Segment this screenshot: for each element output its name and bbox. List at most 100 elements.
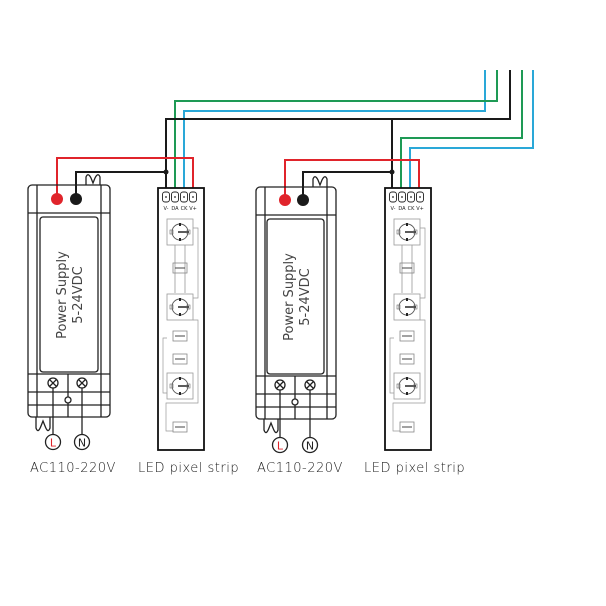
wire-ground-main <box>165 70 511 188</box>
label-window <box>39 216 99 373</box>
led-pad <box>413 304 418 310</box>
junction-dot <box>163 169 169 175</box>
led-chip <box>166 293 194 321</box>
led-pad <box>413 229 418 235</box>
led-pad <box>179 223 181 226</box>
trace <box>193 227 199 299</box>
led-pad <box>186 383 191 389</box>
resistor <box>172 330 188 342</box>
strip-label: LED pixel strip <box>138 461 240 476</box>
wire-gnd-unit2 <box>302 171 392 200</box>
neutral-terminal <box>73 433 91 451</box>
ps-line2: 5-24VDC <box>71 266 86 323</box>
trace <box>420 227 426 299</box>
ps-line1: Power Supply <box>282 253 297 341</box>
led-pad <box>179 238 181 241</box>
ac-input-label: AC110-220V <box>257 461 343 476</box>
live-label: L <box>50 437 57 450</box>
resistor <box>399 330 415 342</box>
live-terminal <box>44 433 62 451</box>
wire-vplus-unit2 <box>284 159 420 200</box>
junction-dot <box>389 169 395 175</box>
led-pad <box>413 383 418 389</box>
led-pad <box>169 304 174 310</box>
wires <box>56 70 534 200</box>
led-pad <box>396 383 401 389</box>
led-chip-outline <box>166 372 194 400</box>
resistor <box>399 421 415 433</box>
led-pad <box>406 238 408 241</box>
ps-line2: 5-24VDC <box>298 268 313 325</box>
resistor <box>172 421 188 433</box>
neutral-label: N <box>78 437 86 450</box>
led-pad <box>396 229 401 235</box>
strip-pin-dot <box>174 196 176 198</box>
vplus-output-terminal <box>51 193 63 205</box>
ps-line1: Power Supply <box>55 251 70 339</box>
led-pad <box>406 298 408 301</box>
strip-body <box>157 187 205 451</box>
wire-data-unit2 <box>400 70 523 188</box>
led-pad <box>169 229 174 235</box>
led-chip-outline <box>393 293 421 321</box>
mount-clip <box>85 174 101 185</box>
strip-pin-dot <box>419 196 421 198</box>
led-pad <box>169 383 174 389</box>
strip-pin-label: DA <box>171 206 179 212</box>
resistor-body <box>172 330 188 342</box>
led-pad <box>406 392 408 395</box>
resistor <box>172 262 188 274</box>
led-chip-outline <box>166 293 194 321</box>
wire-clock-unit2 <box>409 70 534 188</box>
ground-output-terminal <box>297 194 309 206</box>
strip-pin-label: V- <box>164 206 169 212</box>
led-chip <box>393 372 421 400</box>
live-label: L <box>277 440 284 453</box>
strip-pin-dot <box>165 196 167 198</box>
led-pad <box>186 304 191 310</box>
led-pad <box>396 304 401 310</box>
strip-label: LED pixel strip <box>364 461 466 476</box>
strip-pin-label: CK <box>181 206 188 212</box>
led-chip <box>393 293 421 321</box>
led-chip-outline <box>393 218 421 246</box>
wire-gnd-unit1 <box>75 171 166 199</box>
power-supply-label: Power Supply 5-24VDC <box>282 253 313 341</box>
led-chip-outline <box>393 372 421 400</box>
strip-pin-label: V+ <box>189 206 197 212</box>
trace <box>162 337 167 394</box>
strip-pin-dot <box>192 196 194 198</box>
led-chip-outline <box>166 218 194 246</box>
wire-data-unit1 <box>174 70 498 188</box>
strip-body <box>384 187 432 451</box>
neutral-label: N <box>306 440 314 453</box>
trace <box>389 337 394 394</box>
resistor-body <box>172 421 188 433</box>
power-supply-1 <box>27 174 111 451</box>
trace <box>392 319 426 432</box>
live-terminal <box>271 436 289 454</box>
led-pad <box>186 229 191 235</box>
led-pad <box>179 377 181 380</box>
strip-pin-label: V+ <box>416 206 424 212</box>
mount-clip <box>312 176 328 187</box>
led-pad <box>406 313 408 316</box>
strip-pin-dot <box>183 196 185 198</box>
vplus-output-terminal <box>279 194 291 206</box>
power-supply-label: Power Supply 5-24VDC <box>55 251 86 339</box>
led-pad <box>406 223 408 226</box>
trace <box>165 319 199 432</box>
resistor-body <box>399 262 415 274</box>
resistor-body <box>399 330 415 342</box>
strip-pin-dot <box>410 196 412 198</box>
led-pad <box>179 298 181 301</box>
strip-pin-label: V- <box>391 206 396 212</box>
resistor-body <box>172 353 188 365</box>
strip-pin-dot <box>401 196 403 198</box>
label-window <box>266 218 325 375</box>
led-chip <box>166 218 194 246</box>
strip-pin-label: CK <box>408 206 415 212</box>
